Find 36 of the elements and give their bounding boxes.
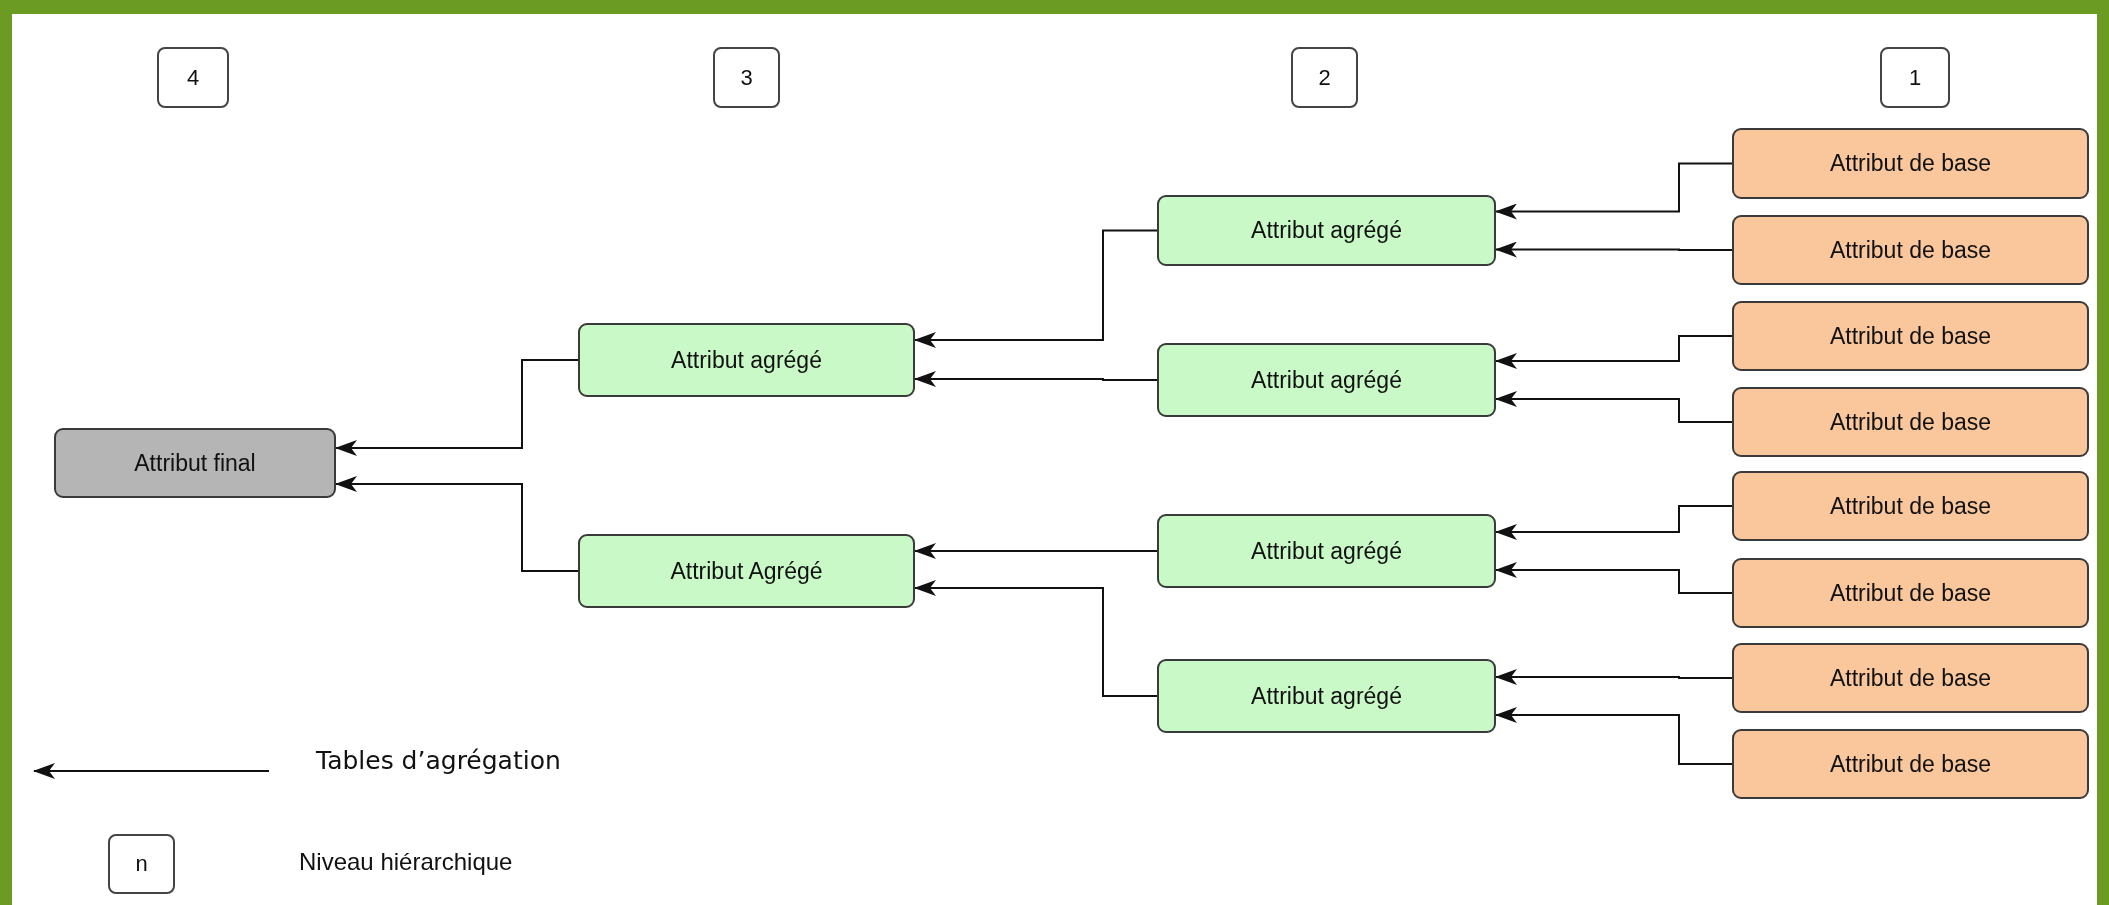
arrow [1495,505,1733,540]
base-attribute-box: Attribut de base [1732,301,2089,371]
arrow [1495,562,1733,594]
aggregated-attribute-box: Attribut agrégé [1157,514,1496,588]
base-attribute-box: Attribut de base [1732,729,2089,799]
arrow [335,476,579,572]
aggregated-attribute-box: Attribut agrégé [1157,343,1496,417]
base-attribute-box: Attribut de base [1732,215,2089,285]
base-attribute-box: Attribut de base [1732,643,2089,713]
arrow [1495,335,1733,369]
level-box: n [108,834,175,894]
arrow [1495,241,1733,258]
level-box: 2 [1291,47,1358,108]
arrow [1495,707,1733,765]
aggregated-attribute-box: Attribut agrégé [1157,195,1496,266]
final-attribute-box: Attribut final [54,428,336,498]
aggregated-attribute-box: Attribut agrégé [578,323,915,397]
arrow [1495,669,1733,685]
level-box: 3 [713,47,780,108]
base-attribute-box: Attribut de base [1732,387,2089,457]
arrow [335,359,579,456]
arrow [1495,391,1733,423]
arrow [914,580,1158,697]
legend-text: Niveau hiérarchique [299,848,513,876]
base-attribute-box: Attribut de base [1732,558,2089,628]
level-box: 1 [1880,47,1950,108]
arrow [914,543,1158,559]
base-attribute-box: Attribut de base [1732,128,2089,199]
aggregated-attribute-box: Attribut agrégé [1157,659,1496,733]
base-attribute-box: Attribut de base [1732,471,2089,541]
aggregated-attribute-box: Attribut Agrégé [578,534,915,608]
arrow [1495,162,1733,220]
arrow [914,371,1158,387]
legend-text: Tables d’agrégation [316,746,561,775]
arrow [914,229,1158,348]
level-box: 4 [157,47,229,108]
